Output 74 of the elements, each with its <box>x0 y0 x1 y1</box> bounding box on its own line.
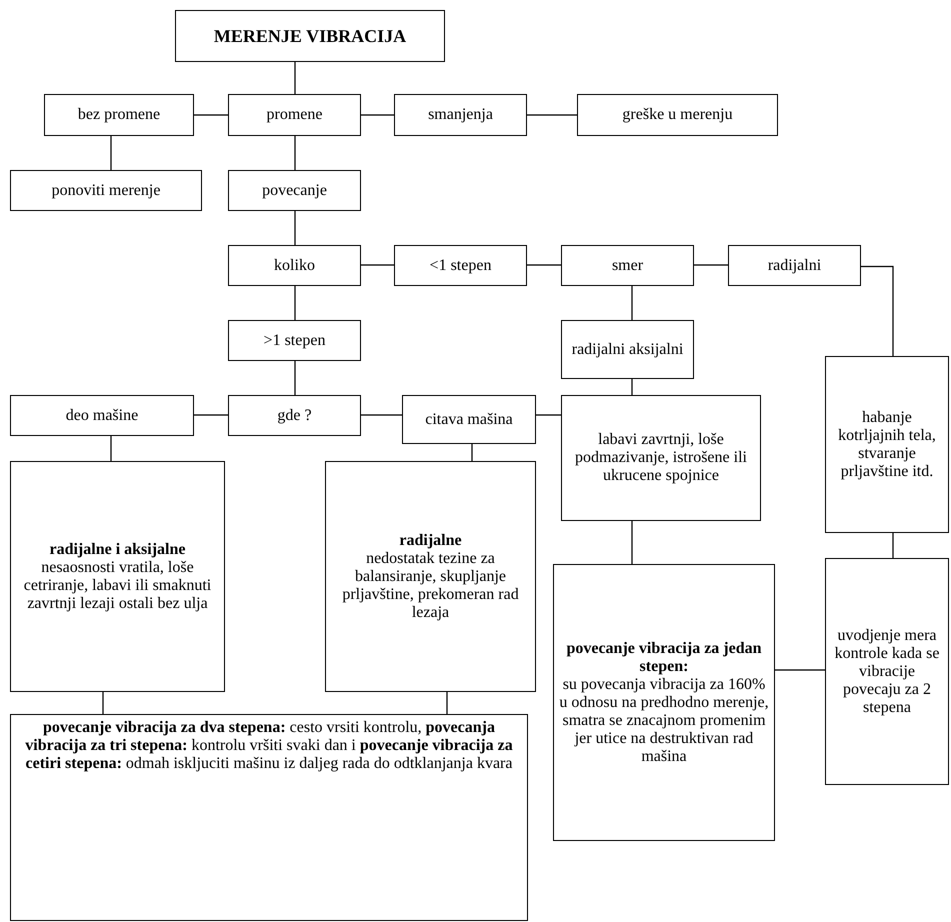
flowchart-box <box>10 461 225 692</box>
connector-line <box>194 114 228 116</box>
connector-line <box>536 414 561 416</box>
connector-line <box>631 286 633 320</box>
flowchart-box <box>394 245 527 286</box>
connector-line <box>471 444 473 461</box>
connector-line <box>631 379 633 395</box>
box-text: povecanje vibracija za dva stepena: cesto vrsiti kontrolu, povecanja vibracija za tri stepena: kontrolu vršiti svaki dan i povecanje vibracija za cetiri stepena: odmah iskljuciti mašinu iz daljeg rada do odtklanjanja kvara <box>24 719 514 773</box>
box-text: radijalni aksijalni <box>572 340 684 358</box>
connector-line <box>527 114 577 116</box>
connector-line <box>446 692 448 714</box>
box-text: <1 stepen <box>430 256 492 274</box>
box-text: citava mašina <box>425 410 513 428</box>
flowchart-box <box>44 94 194 136</box>
connector-line <box>775 669 825 671</box>
connector-line <box>527 264 561 266</box>
box-text: su povecanja vibracija za 160% u odnosu na predhodno merenje, smatra se znacajnom promenim jer utice na destruktivan rad mašina <box>558 676 770 766</box>
connector-line <box>194 414 228 416</box>
box-heading: radijalne i aksijalne <box>49 540 186 558</box>
box-text: koliko <box>274 256 315 274</box>
flowchart-box <box>10 170 202 211</box>
box-text: gde ? <box>277 406 312 424</box>
box-text: MERENJE VIBRACIJA <box>214 27 406 45</box>
flowchart-box <box>577 94 778 136</box>
box-text: uvodjenje mera kontrole kada se vibracije povecaju za 2 stepena <box>834 626 940 716</box>
connector-line <box>361 414 402 416</box>
box-text: labavi zavrtnji, loše podmazivanje, istrošene ili ukrucene spojnice <box>574 431 748 485</box>
flowchart-box <box>228 170 361 211</box>
flowchart-box <box>825 558 949 785</box>
box-text: nesaosnosti vratila, loše cetriranje, labavi ili smaknuti zavrtnji lezaji ostali bez ulja <box>22 558 212 612</box>
flowchart-box <box>561 245 694 286</box>
connector-line <box>892 533 894 558</box>
box-text: >1 stepen <box>264 332 326 350</box>
connector-line <box>631 521 633 564</box>
flowchart-box <box>553 564 775 841</box>
box-text: nedostatak tezine za balansiranje, skupljanje prljavštine, prekomeran rad lezaja <box>341 550 520 622</box>
box-text: greške u merenju <box>622 106 733 124</box>
flowchart-box <box>228 320 361 361</box>
connector-line <box>694 264 728 266</box>
connector-line <box>110 436 112 461</box>
flowchart-box <box>228 395 361 436</box>
flowchart-box <box>394 94 527 136</box>
connector-line <box>294 136 296 170</box>
flowchart-box <box>825 356 949 533</box>
flowchart-box <box>10 395 194 436</box>
flowchart-box <box>325 461 536 692</box>
flowchart-box <box>175 10 445 62</box>
box-text: povecanje <box>262 182 327 200</box>
box-text: promene <box>266 106 322 124</box>
connector-line <box>102 692 104 714</box>
box-text: habanje kotrljajnih tela, stvaranje prljavštine itd. <box>837 408 937 480</box>
flowchart-box <box>228 245 361 286</box>
box-heading: radijalne <box>399 532 462 550</box>
flowchart-box <box>561 320 694 379</box>
connector-line <box>294 211 296 245</box>
box-text: bez promene <box>78 106 160 124</box>
connector-line <box>294 286 296 320</box>
connector-line <box>294 361 296 395</box>
connector-line <box>361 114 394 116</box>
box-text: smer <box>612 256 644 274</box>
box-heading: povecanje vibracija za jedan stepen: <box>565 640 763 676</box>
box-text: deo mašine <box>66 406 138 424</box>
box-text: ponoviti merenje <box>52 182 160 200</box>
connector-line <box>294 62 296 94</box>
connector-line <box>361 264 394 266</box>
flowchart-box <box>402 395 536 444</box>
box-text: smanjenja <box>428 106 493 124</box>
box-text: radijalni <box>768 256 822 274</box>
flowchart-box <box>561 395 761 521</box>
flowchart-box <box>728 245 861 286</box>
flowchart-box <box>228 94 361 136</box>
connector-line <box>861 266 894 356</box>
connector-line <box>110 136 112 170</box>
flowchart-box <box>10 714 528 921</box>
